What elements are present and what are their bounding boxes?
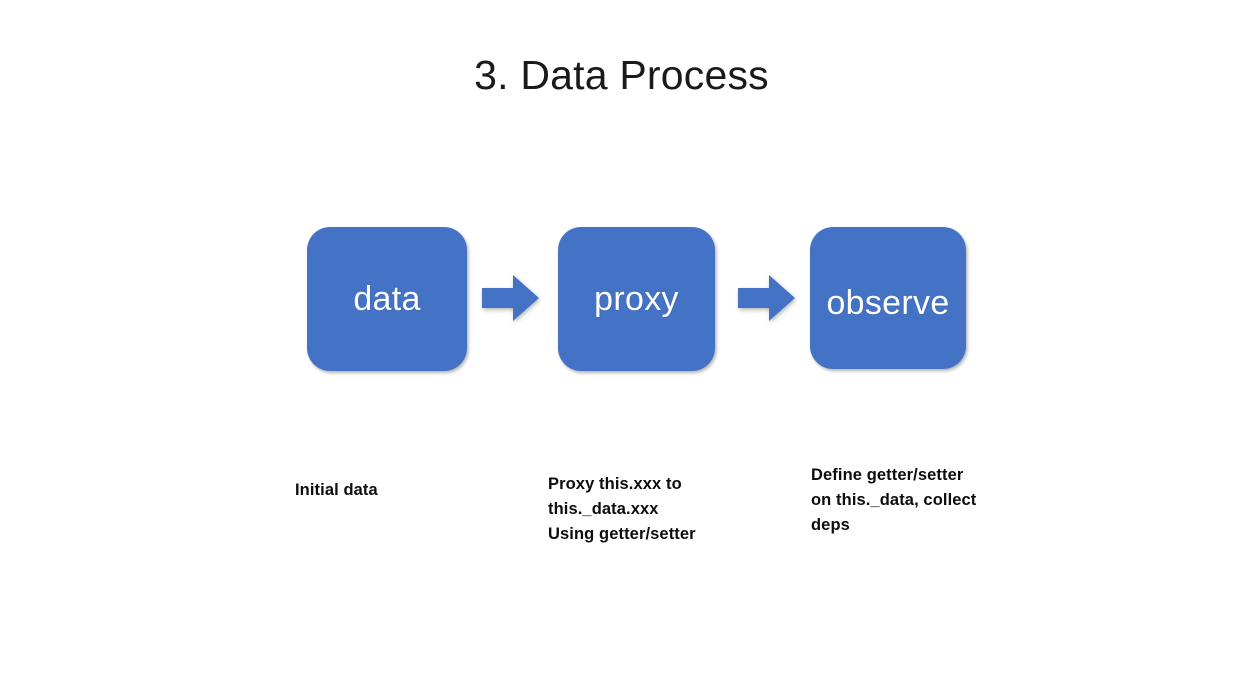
flow-step-data-label: data [353,280,421,318]
page-title: 3. Data Process [474,52,769,98]
right-block-arrow-icon [738,275,795,321]
flow-step-proxy[interactable]: proxy [558,227,715,371]
flow-step-observe-caption: Define getter/setter on this._data, coll… [811,466,977,534]
flow-step-observe-label: observe [826,284,950,322]
flow-step-data-caption: Initial data [295,481,378,499]
right-block-arrow-icon [482,275,539,321]
flow-step-proxy-label: proxy [594,280,679,318]
flow-step-data[interactable]: data [307,227,467,371]
flow-step-proxy-caption: Proxy this.xxx to this._data.xxx Using g… [548,475,696,543]
flow-step-observe[interactable]: observe [810,227,966,369]
